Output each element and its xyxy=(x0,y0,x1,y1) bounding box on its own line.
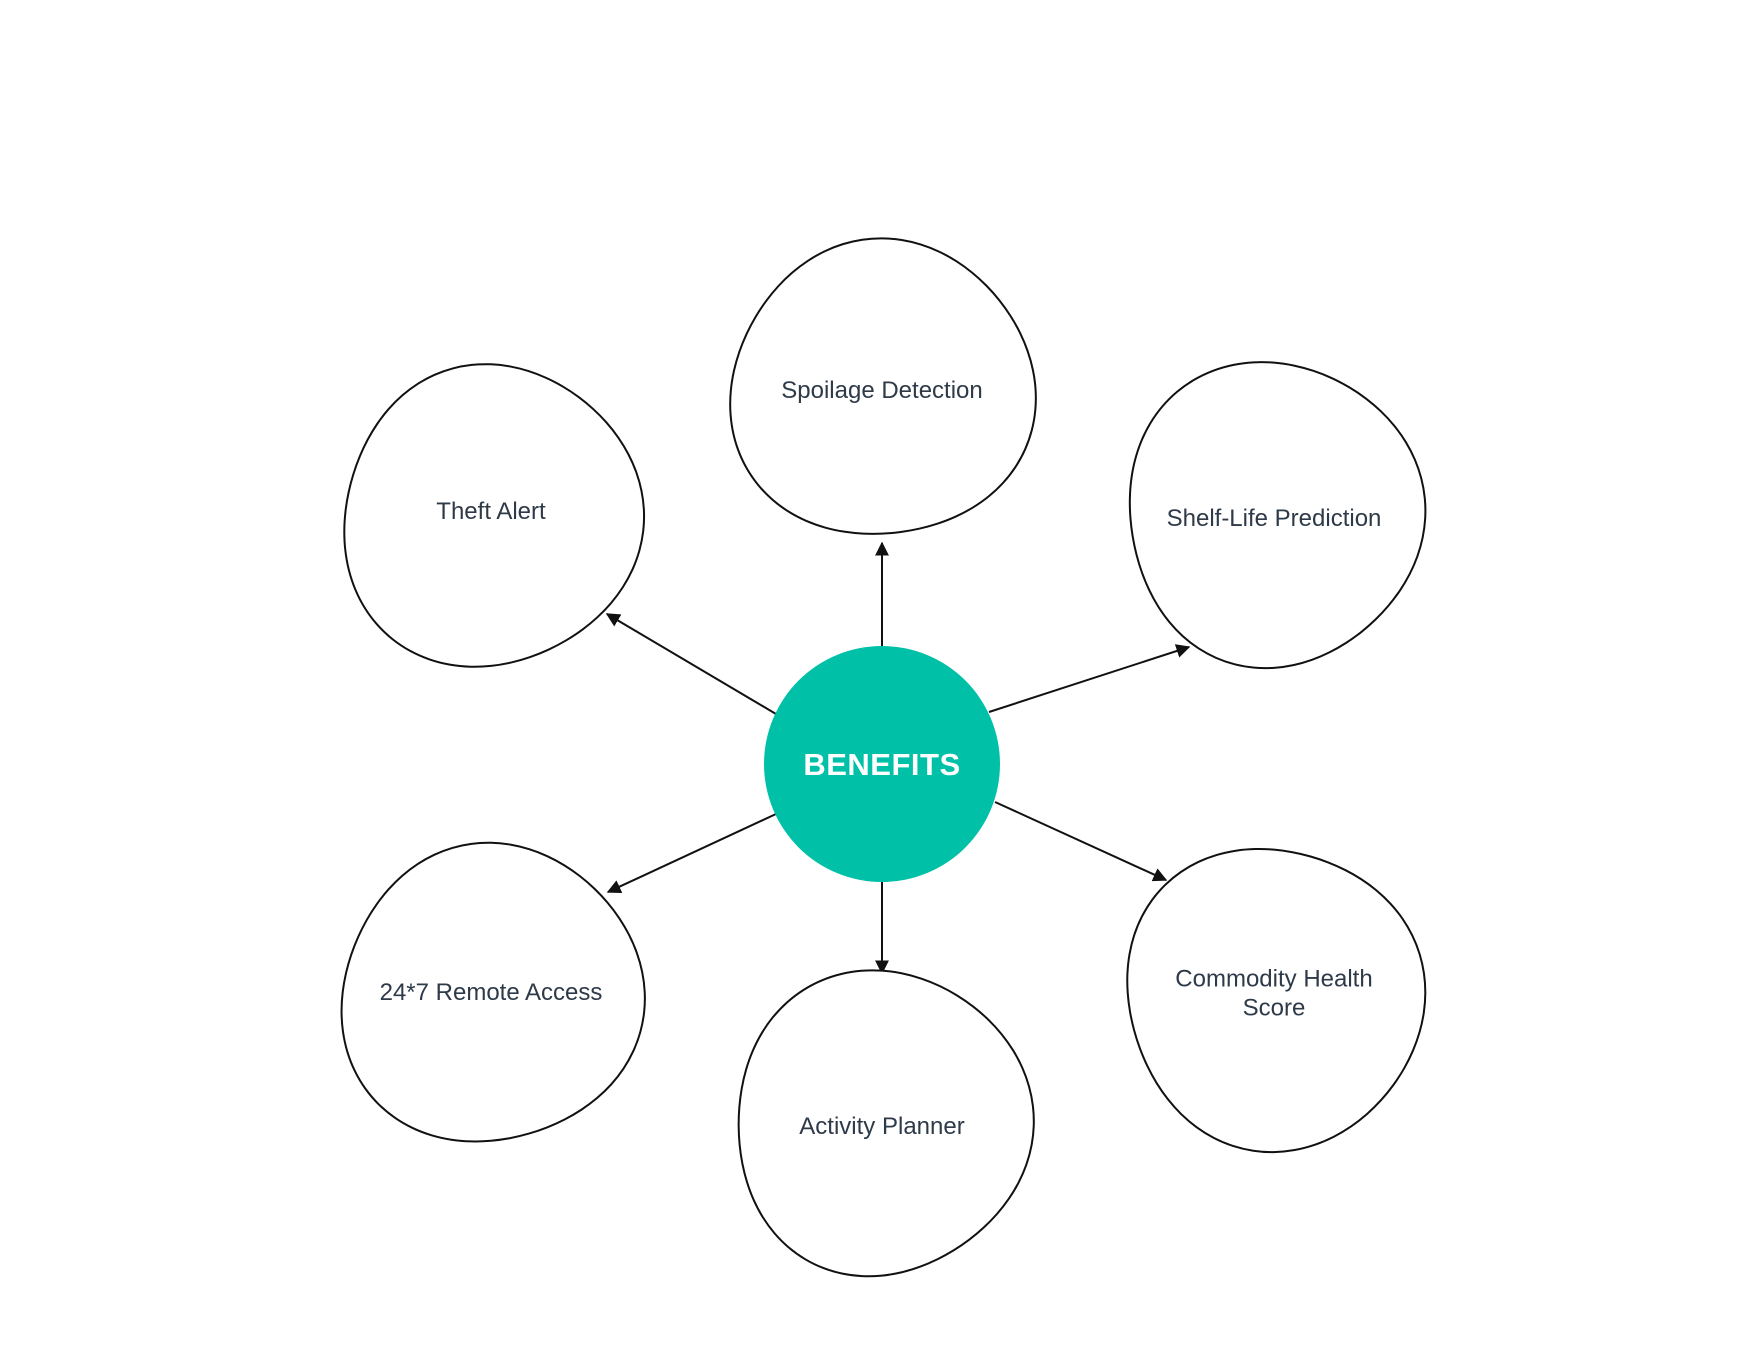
node-circle-theft-alert xyxy=(343,363,646,668)
node-label-commodity-health-score: Commodity Health xyxy=(1175,966,1372,993)
node-label-shelf-life-prediction: Shelf-Life Prediction xyxy=(1167,505,1382,532)
hub-node: BENEFITS xyxy=(764,646,1000,882)
node-label-activity-planner: Activity Planner xyxy=(799,1113,964,1140)
node-circle-remote-access xyxy=(340,841,646,1143)
hub-label: BENEFITS xyxy=(803,747,960,782)
node-label-commodity-health-score: Score xyxy=(1243,995,1306,1022)
node-label-theft-alert: Theft Alert xyxy=(436,498,546,525)
node-circle-spoilage-detection xyxy=(729,237,1037,535)
node-activity-planner: Activity Planner xyxy=(737,969,1035,1278)
node-circle-commodity-health-score xyxy=(1126,848,1427,1154)
node-label-spoilage-detection: Spoilage Detection xyxy=(781,377,982,404)
arrow-to-commodity-health-score xyxy=(994,801,1168,882)
node-label-remote-access: 24*7 Remote Access xyxy=(380,979,603,1006)
node-remote-access: 24*7 Remote Access xyxy=(340,841,646,1143)
node-circle-activity-planner xyxy=(737,969,1035,1278)
edges-layer xyxy=(605,541,1191,975)
node-theft-alert: Theft Alert xyxy=(343,363,646,668)
node-shelf-life-prediction: Shelf-Life Prediction xyxy=(1128,361,1427,670)
hub-circle xyxy=(764,646,1000,882)
arrow-to-shelf-life-prediction xyxy=(988,644,1191,713)
node-spoilage-detection: Spoilage Detection xyxy=(729,237,1037,535)
node-circle-shelf-life-prediction xyxy=(1128,361,1427,670)
arrow-to-remote-access xyxy=(606,813,777,894)
arrow-to-theft-alert xyxy=(605,613,777,715)
